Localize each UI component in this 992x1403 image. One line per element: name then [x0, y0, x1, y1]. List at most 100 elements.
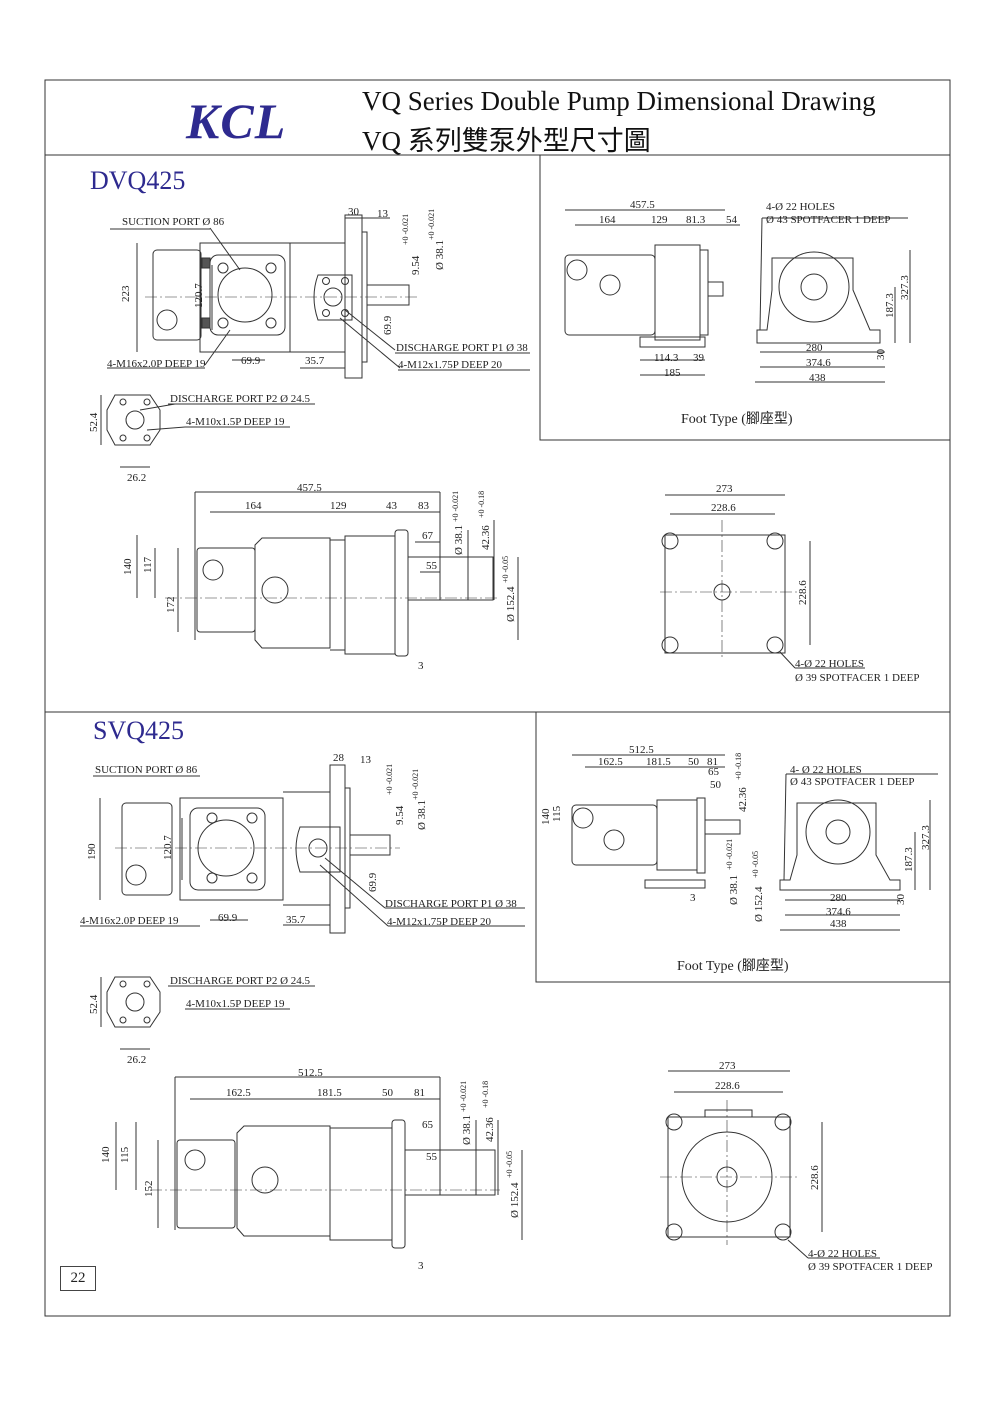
- dimension-label: 69.9: [382, 315, 394, 335]
- dimension-label: 65: [422, 1119, 433, 1131]
- dimension-label: 50: [710, 779, 721, 791]
- dimension-label: 35.7: [286, 914, 306, 926]
- tolerance-label: +0 -0.021: [427, 208, 436, 240]
- dimension-label: 120.7: [162, 835, 174, 860]
- dimension-label: Ø 39 SPOTFACER 1 DEEP: [795, 672, 920, 684]
- dvq-port-p2-detail: [100, 394, 315, 468]
- dimension-label: 140: [100, 1146, 112, 1164]
- dimension-label: Ø 152.4: [753, 886, 765, 922]
- dvq-bottom-view: [136, 491, 519, 657]
- dimension-label: 4- Ø 22 HOLES: [790, 764, 862, 776]
- dimension-label: 438: [809, 372, 826, 384]
- tolerance-label: +0 -0.021: [725, 838, 734, 870]
- page-number: 22: [60, 1266, 96, 1291]
- dimension-label: 374.6: [826, 906, 851, 918]
- dimension-label: 69.9: [241, 355, 261, 367]
- dimension-label: 50: [382, 1087, 393, 1099]
- dimension-label: 3: [690, 892, 696, 904]
- dimension-label: 190: [86, 843, 98, 861]
- dimension-label: 228.6: [809, 1165, 821, 1190]
- dimension-label: 35.7: [305, 355, 325, 367]
- svq-foot-type-drawing: [571, 754, 938, 931]
- dimension-label: 187.3: [884, 293, 896, 318]
- dimension-label: 327.3: [920, 825, 932, 850]
- dimension-label: Ø 38.1: [728, 875, 740, 905]
- foot-type-box-dvq: [539, 155, 950, 441]
- dimension-label: 42.36: [737, 787, 749, 812]
- tolerance-label: +0 -0.05: [505, 1150, 514, 1178]
- dimension-label: 52.4: [88, 994, 100, 1014]
- svq-bottom-view: [115, 1076, 523, 1249]
- dimension-label: 9.54: [410, 255, 422, 275]
- dimension-label: 438: [830, 918, 847, 930]
- model-svq425: SVQ425: [93, 716, 185, 745]
- dimension-label: 457.5: [297, 482, 322, 494]
- dimension-label: 280: [830, 892, 847, 904]
- dimension-label: 228.6: [711, 502, 736, 514]
- dimension-label: 512.5: [298, 1067, 323, 1079]
- dimension-label: 30: [895, 894, 907, 905]
- dimension-label: 81: [414, 1087, 425, 1099]
- dimension-label: DISCHARGE PORT P1 Ø 38: [396, 342, 528, 354]
- dimension-label: 162.5: [226, 1087, 251, 1099]
- dimension-label: 273: [716, 483, 733, 495]
- dimension-label: 228.6: [715, 1080, 740, 1092]
- dimension-label: 327.3: [899, 275, 911, 300]
- dimension-label: 164: [245, 500, 262, 512]
- dimension-label: 3: [418, 1260, 424, 1272]
- dimension-label: 4-M10x1.5P DEEP 19: [186, 416, 285, 428]
- dimension-label: 4-Ø 22 HOLES: [766, 201, 836, 213]
- dimension-label: 39: [693, 352, 704, 364]
- dimension-label: 187.3: [903, 847, 915, 872]
- dimension-label: Ø 152.4: [509, 1182, 521, 1218]
- dimension-label: 164: [599, 214, 616, 226]
- dimension-label: Ø 43 SPOTFACER 1 DEEP: [766, 214, 891, 226]
- tolerance-label: +0 -0.021: [459, 1080, 468, 1112]
- dimension-label: 69.9: [367, 872, 379, 892]
- dimension-label: Ø 39 SPOTFACER 1 DEEP: [808, 1261, 933, 1273]
- dimension-label: Ø 152.4: [505, 586, 517, 622]
- page-frame: [44, 79, 951, 1317]
- dimension-label: 129: [330, 500, 347, 512]
- dimension-label: 30: [348, 206, 359, 218]
- dimension-label: Ø 43 SPOTFACER 1 DEEP: [790, 776, 915, 788]
- dimension-label: 117: [142, 556, 154, 573]
- dimension-label: 81: [707, 756, 718, 768]
- dimension-label: 280: [806, 342, 823, 354]
- dimension-label: 228.6: [797, 580, 809, 605]
- dimension-label: 140: [122, 558, 134, 576]
- dimension-label: 42.36: [480, 525, 492, 550]
- dimension-label: DISCHARGE PORT P2 Ø 24.5: [170, 975, 311, 987]
- dimension-label: 4-M12x1.75P DEEP 20: [398, 359, 502, 371]
- tolerance-label: +0 -0.18: [477, 490, 486, 518]
- tolerance-label: +0 -0.021: [411, 768, 420, 800]
- dimension-label: SUCTION PORT Ø 86: [122, 216, 225, 228]
- dimension-label: 67: [422, 530, 433, 542]
- dimension-label: 55: [426, 560, 437, 572]
- dimension-label: 185: [664, 367, 681, 379]
- dimension-label: 223: [120, 285, 132, 303]
- dimension-label: Ø 38.1: [416, 800, 428, 830]
- foot-type-caption-svq: Foot Type (腳座型): [677, 959, 789, 974]
- dimension-label: 26.2: [127, 1054, 147, 1066]
- tolerance-label: +0 -0.021: [385, 763, 394, 795]
- dimension-label: 30: [875, 349, 887, 360]
- dimension-label: 26.2: [127, 472, 147, 484]
- dimension-label: Ø 38.1: [434, 240, 446, 270]
- kcl-logo: KCL: [186, 93, 287, 149]
- tolerance-label: +0 -0.021: [401, 213, 410, 245]
- dimension-label: 457.5: [630, 199, 655, 211]
- model-dvq425: DVQ425: [90, 166, 186, 195]
- dvq-end-view: [660, 494, 865, 669]
- dimension-label: 52.4: [88, 412, 100, 432]
- dimension-label: 4-Ø 22 HOLES: [808, 1248, 878, 1260]
- dimension-label: 69.9: [218, 912, 238, 924]
- tolerance-label: +0 -0.05: [751, 850, 760, 878]
- dimension-label: 162.5: [598, 756, 623, 768]
- dimension-label: 115: [119, 1146, 131, 1163]
- svq-end-view: [660, 1070, 880, 1259]
- dimension-label: 65: [708, 766, 719, 778]
- dimension-label: 50: [688, 756, 699, 768]
- tolerance-label: +0 -0.021: [451, 490, 460, 522]
